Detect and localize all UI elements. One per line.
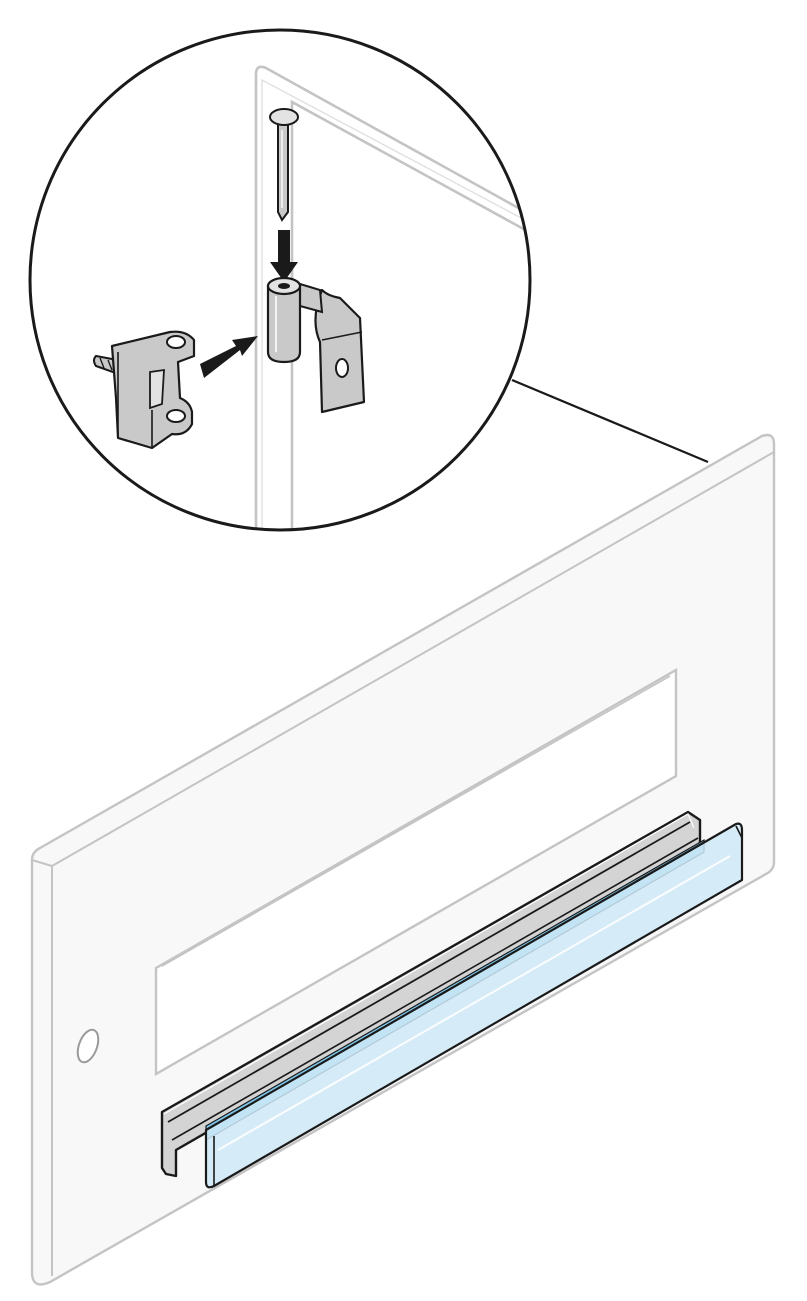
lock-hole [76, 1028, 100, 1064]
upper-window-inner [161, 675, 671, 967]
detail-door-edge [290, 99, 530, 530]
hinge-clip-icon [93, 330, 196, 450]
door-hinge-icon [266, 276, 366, 414]
enclosure-door [30, 378, 776, 1286]
detail-door-inner [261, 78, 530, 530]
rail-cover [204, 822, 744, 1189]
detail-door-corner [254, 65, 530, 530]
upper-window [154, 667, 678, 1077]
arrow-right-icon [200, 336, 258, 378]
detail-callout [28, 28, 532, 532]
enclosure-top-edge [511, 378, 709, 464]
detail-circle-outline [28, 28, 532, 532]
door-panel-top-edge [51, 451, 775, 867]
arrow-down-icon [270, 230, 298, 282]
label-rail [160, 810, 744, 1189]
rail-cover-lip [213, 825, 743, 1186]
hinge-pin-icon [269, 108, 299, 222]
rail-profile [160, 810, 702, 1178]
rail-groove-2 [171, 837, 699, 1141]
rail-cover-highlight [217, 855, 731, 1151]
rail-groove-3 [163, 813, 695, 1115]
rail-groove-1 [167, 821, 691, 1123]
